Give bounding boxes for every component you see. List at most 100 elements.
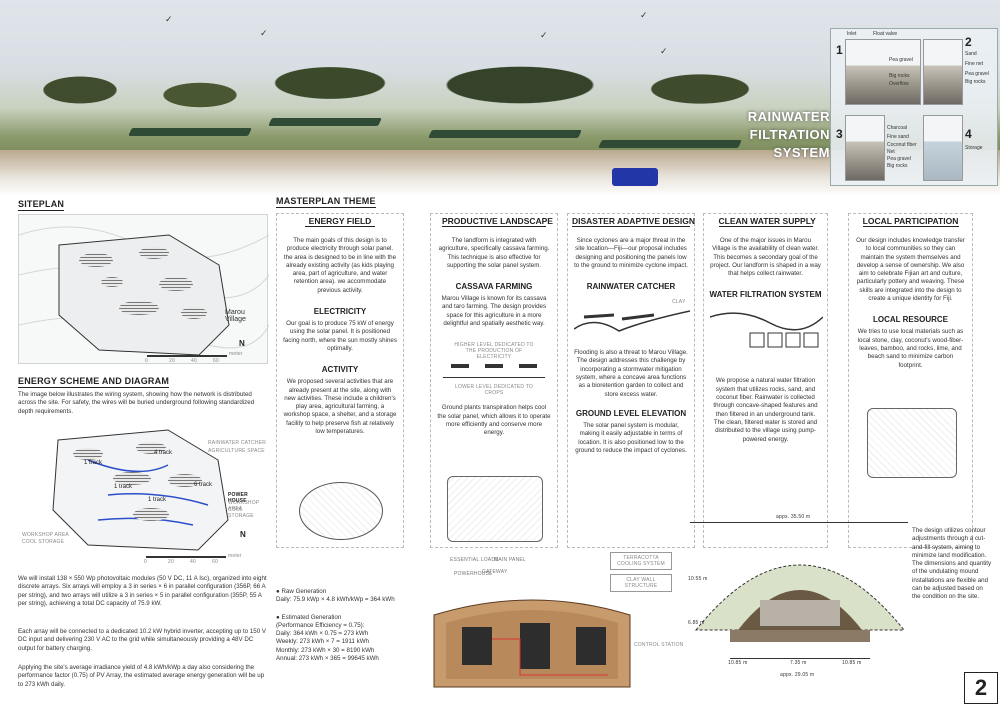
theme-column-energy: ENERGY FIELD The main goals of this desi…: [276, 213, 404, 548]
siteplan-heading: SITEPLAN: [18, 199, 65, 211]
solar-mound: [101, 277, 123, 287]
column-title: LOCAL PARTICIPATION: [862, 216, 959, 227]
column-title: CLEAN WATER SUPPLY: [718, 216, 816, 227]
section-drawing: [433, 599, 631, 688]
column-text: We tries to use local materials such as …: [857, 328, 964, 369]
label: Pea gravel: [887, 156, 911, 162]
track-label: 1 track: [114, 484, 133, 490]
step-number: 1: [836, 43, 843, 57]
label: Pea gravel: [889, 57, 913, 63]
section-label: ESSENTIAL LOADS: [450, 557, 499, 563]
scale-unit: meter: [228, 553, 242, 559]
filter-stage-3: [845, 115, 885, 181]
terrace-diagram: [443, 364, 545, 379]
dimension-label: 6.85 m: [688, 620, 705, 626]
solar-mound: [136, 442, 166, 454]
step-number: 4: [965, 127, 972, 141]
dimension-label: 7.35 m: [790, 660, 807, 666]
dimension-label: 10.55 m: [688, 576, 708, 582]
scale-tick: 20: [168, 559, 174, 565]
filter-stage-2: [923, 39, 963, 105]
contour-lines: [19, 226, 269, 356]
column-subtitle: LOCAL RESOURCE: [873, 315, 948, 325]
map-label: AGRICULTURE SPACE: [208, 448, 265, 454]
label: Fine sand: [887, 134, 909, 140]
section-note: The design utilizes contour adjustments …: [912, 527, 992, 601]
step-number: 2: [965, 35, 972, 49]
dimension-label: 10.85 m: [842, 660, 862, 666]
solar-mound: [133, 508, 169, 521]
track-label: 1 track: [84, 460, 103, 466]
column-title: ENERGY FIELD: [305, 216, 375, 227]
column-subtitle: ELECTRICITY: [313, 307, 367, 317]
generation-figures: ● Raw Generation Daily: 75.9 kWp × 4.8 k…: [276, 588, 426, 663]
solar-mound: [113, 472, 151, 485]
filter-stage-4: [923, 115, 963, 181]
label: Net: [887, 149, 895, 155]
scale-tick: 60: [213, 358, 219, 364]
column-subtitle: CASSAVA FARMING: [455, 282, 533, 292]
solar-terrace: [128, 128, 252, 136]
label: Storage: [965, 145, 983, 151]
solar-mound: [79, 253, 113, 267]
filtration-tank-diagram: [710, 303, 823, 363]
label: Overflow: [889, 81, 909, 87]
column-text: We propose a natural water filtration sy…: [713, 377, 818, 443]
section-callout: CLAY WALL STRUCTURE: [610, 574, 672, 592]
solar-terrace: [268, 118, 382, 126]
estimated-generation-title: ● Estimated Generation: [276, 613, 342, 621]
energy-paragraph: Applying the site's average irradiance y…: [18, 664, 265, 688]
mound-section: appx. 35.50 m 10.55 m 6.85 m 10.85 m 7.3…: [688, 514, 910, 680]
diagram-label: CLAY: [672, 299, 686, 306]
theme-column-disaster: DISASTER ADAPTIVE DESIGN Since cyclones …: [567, 213, 695, 548]
section-label: GATEWAY: [482, 569, 508, 575]
filtration-title: RAINWATER FILTRATION SYSTEM: [747, 109, 830, 160]
column-subtitle: ACTIVITY: [321, 365, 359, 375]
energy-scheme-heading: ENERGY SCHEME AND DIAGRAM: [18, 376, 170, 388]
column-title: DISASTER ADAPTIVE DESIGN: [572, 216, 695, 227]
energy-wiring-map: 4 track 1 track 6 track 1 track 1 track …: [18, 420, 268, 568]
bird-icon: ✓: [165, 14, 173, 24]
powerhouse-section: ESSENTIAL LOADS MAIN PANEL POWERHOUSE GA…: [432, 557, 632, 695]
hero-landscape-render: ✓ ✓ ✓ ✓ ✓ RAINWATER FILTRATION SYSTEM 1 …: [0, 0, 1000, 196]
north-arrow-icon: N: [239, 339, 245, 348]
section-callout: TERRACOTTA COOLING SYSTEM: [610, 552, 672, 570]
map-label: WORKSHOP AREA: [228, 500, 260, 512]
people-sketch: [299, 482, 383, 540]
track-label: 4 track: [154, 450, 173, 456]
mound-drawing: [694, 564, 906, 642]
column-text: Our design includes knowledge transfer t…: [856, 237, 965, 303]
section-label: MAIN PANEL: [494, 557, 526, 563]
solar-mound: [181, 307, 207, 319]
column-text: The solar panel system is modular, makin…: [575, 421, 687, 454]
siteplan-map: Marou Village N 0 20 40 60 meter: [18, 214, 269, 364]
map-label: COOL STORAGE: [22, 539, 65, 545]
scale-tick: 40: [191, 358, 197, 364]
est-annual: Annual: 273 kWh × 365 = 99645 kWh: [276, 655, 379, 663]
label: Big rocks: [889, 73, 910, 79]
section-label: POWERHOUSE: [454, 571, 493, 577]
village-label: Marou Village: [225, 309, 246, 323]
label: Coconut fiber: [887, 142, 917, 148]
energy-paragraph: We will install 138 × 550 Wp photovoltai…: [18, 575, 267, 607]
scale-tick: 20: [169, 358, 175, 364]
raw-daily: Daily: 75.9 kWp × 4.8 kWh/kWp = 364 kWh: [276, 596, 395, 604]
dimension-line: [730, 658, 870, 659]
scale-tick: 60: [212, 559, 218, 565]
label: Sand: [965, 51, 977, 57]
track-label: 1 track: [148, 497, 167, 503]
scale-unit: meter: [229, 351, 243, 357]
masterplan-heading: MASTERPLAN THEME: [276, 196, 376, 208]
solar-mound: [139, 247, 169, 259]
page-number: 2: [964, 672, 998, 704]
solar-terrace: [428, 130, 582, 138]
label: Pea gravel: [965, 71, 989, 77]
dimension-line: [690, 522, 908, 523]
label: Fine net: [965, 61, 984, 67]
column-subtitle: WATER FILTRATION SYSTEM: [709, 290, 822, 300]
filter-stage-1: [845, 39, 921, 105]
label: Big rocks: [965, 79, 986, 85]
column-subtitle: RAINWATER CATCHER: [586, 282, 676, 292]
diagram-label: LOWER LEVEL DEDICATED TO CROPS: [455, 384, 533, 397]
label: Charcoal: [887, 125, 908, 131]
